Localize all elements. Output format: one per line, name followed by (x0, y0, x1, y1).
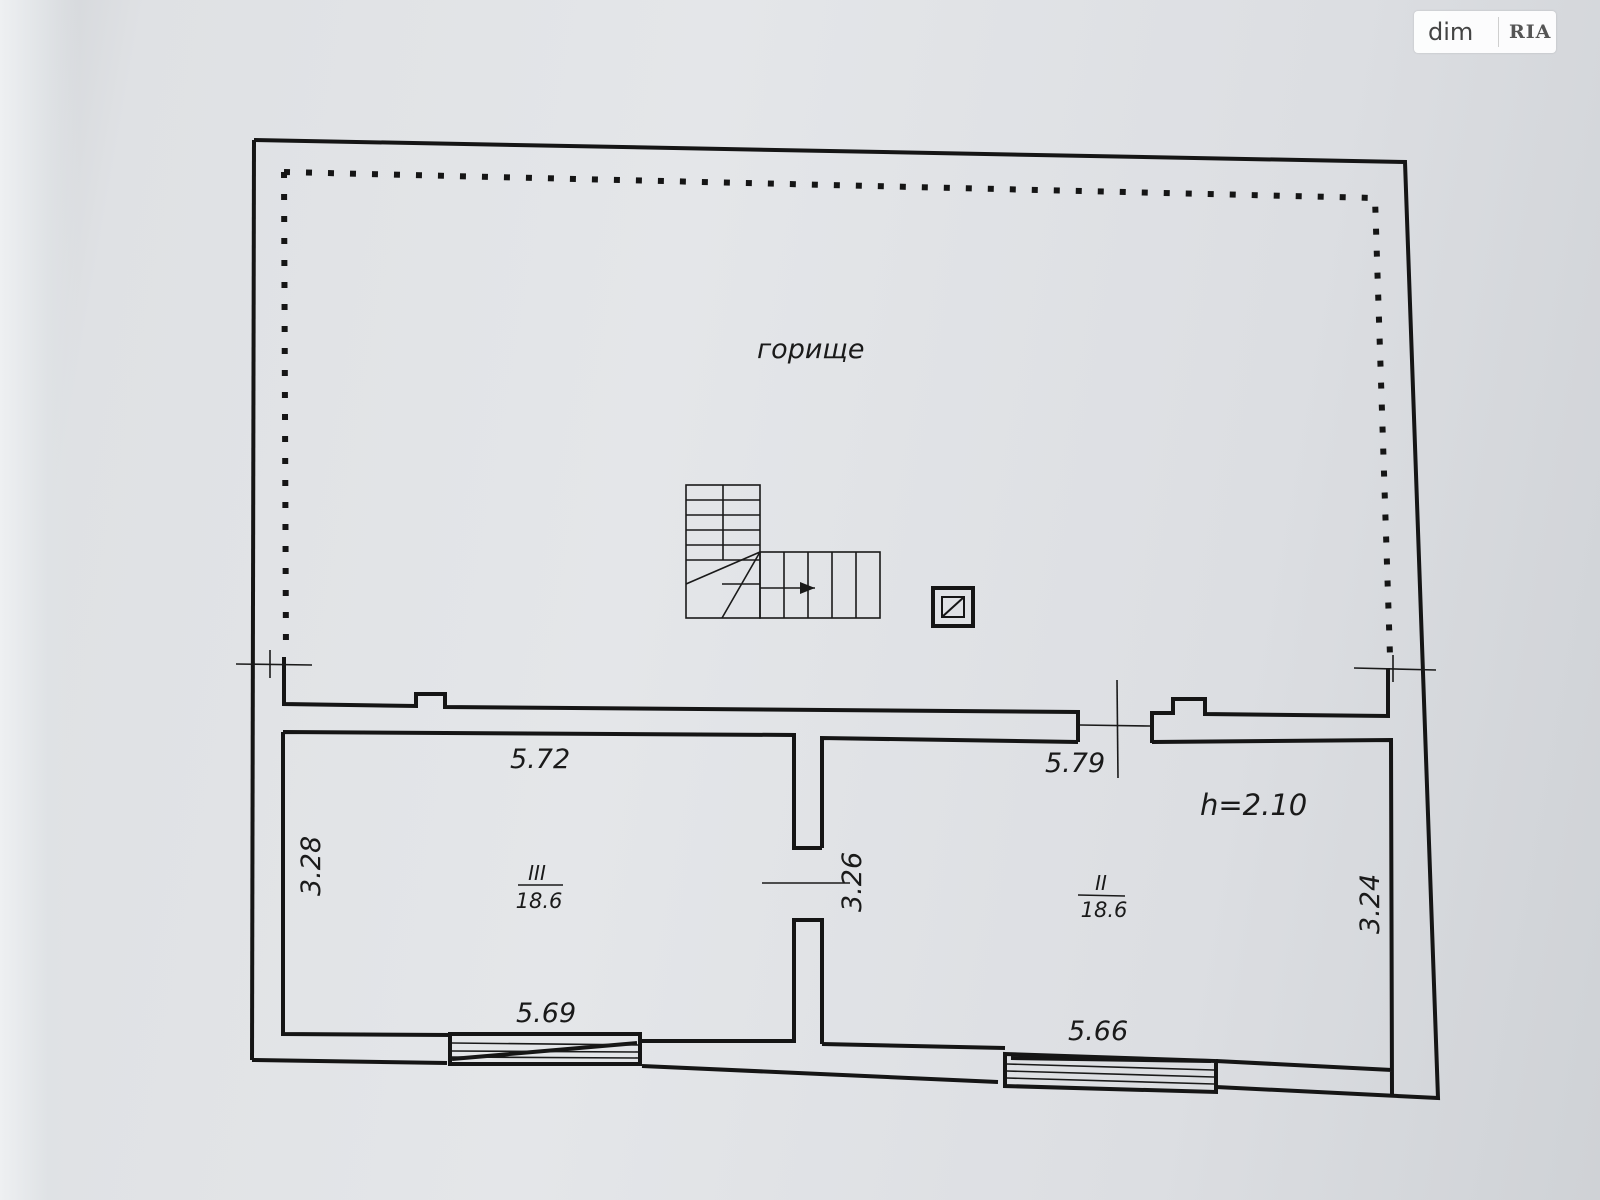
dim-partition-door: 3.26 (837, 852, 868, 912)
chimney-icon (931, 586, 975, 628)
staircase (685, 484, 881, 619)
dim-room2-bottom: 5.66 (1068, 1016, 1128, 1047)
page-edge-shadow (0, 0, 80, 1200)
watermark-site: dim (1428, 18, 1474, 46)
dim-room2-top: 5.79 (1045, 748, 1105, 779)
section-mark-left (235, 663, 313, 666)
room-iii-number: III (528, 861, 546, 885)
dim-room3-left: 3.28 (296, 836, 327, 896)
section-mark-right (1353, 667, 1437, 671)
height-label: h=2.10 (1200, 788, 1307, 822)
room-ii-area: 18.6 (1081, 898, 1128, 922)
room-ii-number: II (1095, 871, 1107, 895)
room-iii-area: 18.6 (516, 889, 563, 913)
window-room-ii (1003, 1051, 1218, 1095)
attic-label: горище (757, 334, 864, 365)
attic-boundary-dotted (281, 169, 1393, 657)
outer-wall (251, 138, 1441, 1101)
dim-room3-bottom: 5.69 (516, 998, 576, 1029)
outer-wall-left (250, 139, 256, 1061)
door-marker-attic (1116, 679, 1119, 779)
window-room-iii (448, 1032, 642, 1066)
room-ii-fraction-line (1077, 894, 1126, 897)
attic-inner-wall (282, 657, 1390, 743)
dim-ria-watermark: dim RIA (1414, 11, 1556, 53)
watermark-separator (1498, 17, 1499, 47)
room-iii-walls (281, 730, 824, 1044)
stair-arrow-icon (800, 582, 815, 594)
dim-room2-right: 3.24 (1355, 874, 1386, 934)
dim-room3-top: 5.72 (510, 744, 570, 775)
room-ii-walls (820, 735, 1394, 1096)
door-marker-attic-h (1079, 724, 1151, 727)
watermark-brand: RIA (1509, 21, 1552, 43)
